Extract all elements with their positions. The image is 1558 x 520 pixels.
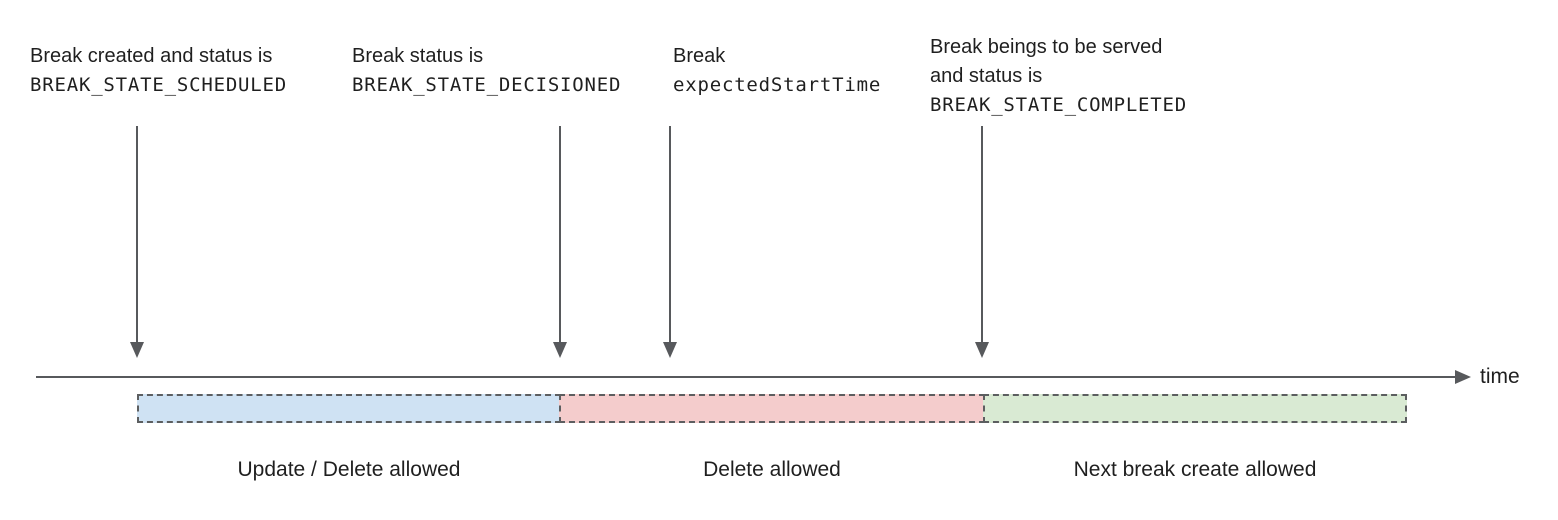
annotation-text: Break created and status is [30, 45, 273, 67]
annotation-code: BREAK_STATE_SCHEDULED [30, 74, 288, 96]
segment-label-next-break-create: Next break create allowed [1073, 458, 1317, 481]
timeline-arrowhead-icon [1455, 370, 1471, 384]
segment-label-delete: Delete allowed [703, 458, 841, 481]
segment-update-delete-allowed [137, 394, 561, 423]
down-arrow-icon-expected-start-time [663, 126, 677, 358]
down-arrow-icon-break-decisioned [553, 126, 567, 358]
arrow-shaft [669, 126, 671, 344]
annotation-break-completed: Break beings to be served and status is … [930, 33, 1187, 120]
arrow-head [975, 342, 989, 358]
down-arrow-icon-break-completed [975, 126, 989, 358]
arrow-shaft [981, 126, 983, 344]
arrow-shaft [136, 126, 138, 344]
timeline-axis-label: time [1480, 365, 1520, 388]
segment-delete-allowed [559, 394, 985, 423]
segment-label-update-delete: Update / Delete allowed [237, 458, 461, 481]
down-arrow-icon-break-created [130, 126, 144, 358]
segment-next-break-create-allowed [983, 394, 1407, 423]
annotation-text: Break beings to be served [930, 36, 1163, 58]
annotation-break-created: Break created and status is BREAK_STATE_… [30, 42, 287, 100]
annotation-code: BREAK_STATE_COMPLETED [930, 94, 1188, 116]
arrow-shaft [559, 126, 561, 344]
annotation-code: expectedStartTime [673, 74, 882, 96]
arrow-head [553, 342, 567, 358]
arrow-head [663, 342, 677, 358]
annotation-text: Break [673, 45, 726, 67]
timeline-axis [36, 376, 1456, 378]
annotation-text: Break status is [352, 45, 484, 67]
annotation-break-decisioned: Break status is BREAK_STATE_DECISIONED [352, 42, 621, 100]
annotation-code: BREAK_STATE_DECISIONED [352, 74, 622, 96]
arrow-head [130, 342, 144, 358]
annotation-expected-start-time: Break expectedStartTime [673, 42, 881, 100]
annotation-text: and status is [930, 65, 1043, 87]
